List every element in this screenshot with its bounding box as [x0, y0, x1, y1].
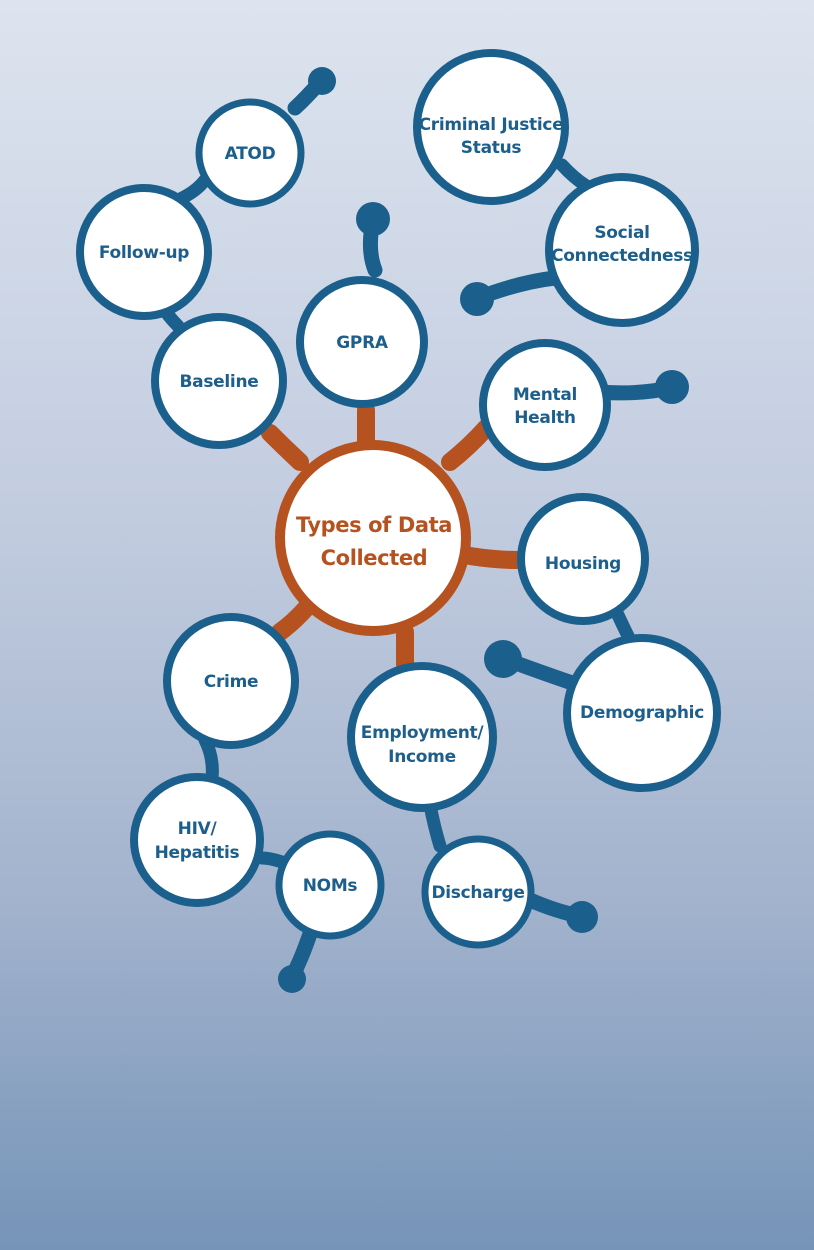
node-follow-up-circle — [76, 184, 212, 320]
blob-atod — [308, 67, 336, 95]
node-social-connectedness: Social Connectedness — [545, 173, 699, 327]
spoke-baseline — [261, 424, 309, 471]
node-noms-circle — [275, 830, 385, 940]
node-social-line2: Connectedness — [551, 246, 693, 266]
center-node: Types of Data Collected — [275, 440, 471, 636]
node-criminal-justice-circle — [413, 49, 569, 205]
node-discharge-circle — [421, 835, 535, 949]
connector-hiv-noms — [255, 851, 289, 869]
node-discharge: Discharge — [421, 835, 535, 949]
node-social-circle — [545, 173, 699, 327]
node-demographic: Demographic — [563, 634, 721, 792]
node-crime: Crime — [163, 613, 299, 749]
node-crime-circle — [163, 613, 299, 749]
node-mental-health-circle — [479, 339, 611, 471]
node-housing: Housing — [517, 493, 649, 625]
node-demographic-circle — [563, 634, 721, 792]
node-noms: NOMs — [275, 830, 385, 940]
node-hiv-circle — [130, 773, 264, 907]
node-atod: ATOD — [195, 98, 305, 208]
node-discharge-label: Discharge — [431, 883, 524, 903]
node-atod-label: ATOD — [225, 144, 276, 164]
node-follow-up: Follow-up — [76, 184, 212, 320]
node-employment-circle — [347, 662, 497, 812]
node-criminal-justice-line2: Status — [461, 138, 522, 158]
node-employment-income: Employment/ Income — [347, 662, 497, 812]
spoke-crime — [271, 597, 317, 641]
center-node-line1: Types of Data — [296, 513, 452, 537]
spoke-housing — [461, 547, 527, 569]
blob-mental — [655, 370, 689, 404]
node-follow-up-label: Follow-up — [99, 243, 189, 263]
node-mental-health: Mental Health — [479, 339, 611, 471]
node-hiv-line2: Hepatitis — [155, 843, 240, 863]
node-employment-line2: Income — [388, 747, 456, 767]
spoke-mental — [441, 419, 495, 471]
blob-gpra — [356, 202, 390, 236]
node-atod-circle — [195, 98, 305, 208]
node-gpra-label: GPRA — [336, 333, 389, 353]
node-baseline-circle — [151, 313, 287, 449]
node-demographic-label: Demographic — [580, 703, 704, 723]
blob-social — [460, 282, 494, 316]
center-node-ring — [275, 440, 471, 636]
blob-noms — [278, 965, 306, 993]
node-baseline: Baseline — [151, 313, 287, 449]
node-crime-label: Crime — [204, 672, 258, 692]
node-baseline-label: Baseline — [180, 372, 259, 392]
node-criminal-justice-line1: Criminal Justice — [419, 115, 564, 135]
node-gpra-circle — [296, 276, 428, 408]
node-criminal-justice: Criminal Justice Status — [413, 49, 569, 205]
node-mental-health-line1: Mental — [513, 385, 577, 405]
node-noms-label: NOMs — [303, 876, 358, 896]
blob-demographic — [484, 640, 522, 678]
node-hiv-hepatitis: HIV/ Hepatitis — [130, 773, 264, 907]
node-gpra: GPRA — [296, 276, 428, 408]
connector-end-blobs — [278, 67, 689, 993]
node-hiv-line1: HIV/ — [178, 819, 218, 839]
node-mental-health-line2: Health — [514, 408, 576, 428]
outer-nodes: ATOD Criminal Justice Status Follow-up S… — [76, 49, 721, 949]
node-housing-circle — [517, 493, 649, 625]
center-node-line2: Collected — [321, 546, 428, 570]
node-social-line1: Social — [594, 223, 649, 243]
node-housing-label: Housing — [545, 554, 621, 574]
blob-discharge — [566, 901, 598, 933]
connector-criminal-social — [555, 158, 592, 192]
node-employment-line1: Employment/ — [361, 723, 485, 743]
